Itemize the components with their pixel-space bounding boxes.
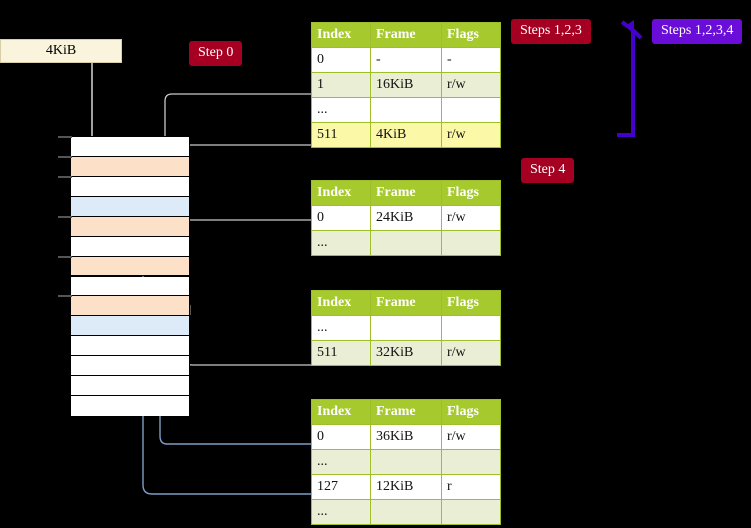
table-cell: 0 [311, 424, 371, 450]
memory-grid-tick [58, 136, 72, 138]
column-header: Frame [370, 290, 442, 316]
memory-grid-row [71, 336, 189, 357]
wire-pdp-to-grid [175, 219, 311, 261]
table-cell: r/w [441, 72, 501, 98]
table-cell: ... [311, 315, 371, 341]
table-cell: 16KiB [370, 72, 442, 98]
table-cell [370, 499, 442, 525]
memory-grid-tick [58, 255, 72, 258]
table-cell [441, 499, 501, 525]
memory-grid-row [71, 396, 189, 416]
step-badge-step0: Step 0 [189, 41, 243, 66]
table-cell [441, 97, 501, 123]
table-cell: 0 [311, 205, 371, 231]
table-cell: 1 [311, 72, 371, 98]
memory-size-box: 4KiB [0, 39, 122, 63]
bracket-arrow [617, 20, 643, 137]
memory-grid-row [71, 316, 189, 337]
table-cell: - [370, 47, 442, 73]
column-header: Frame [370, 22, 442, 48]
table-cell [370, 97, 442, 123]
table-row: ... [311, 97, 501, 123]
memory-grid-row [71, 196, 189, 217]
memory-grid-row [71, 256, 189, 277]
table-cell: r/w [441, 122, 501, 148]
table-cell: r/w [441, 340, 501, 366]
table-cell: 36KiB [370, 424, 442, 450]
memory-grid-tick [58, 175, 72, 178]
column-header: Index [311, 399, 371, 425]
step-badge-steps123: Steps 1,2,3 [511, 19, 591, 44]
step-badge-steps1234: Steps 1,2,3,4 [652, 19, 743, 44]
table-cell: 127 [311, 474, 371, 500]
table-row: ... [311, 449, 501, 475]
memory-grid-tick [58, 295, 72, 298]
wire-pd-to-grid [180, 304, 311, 366]
table-cell: 511 [311, 340, 371, 366]
table-cell: 12KiB [370, 474, 442, 500]
table-cell [370, 230, 442, 256]
memory-grid-row [71, 236, 189, 257]
memory-grid-row [71, 156, 189, 177]
table-cell [441, 230, 501, 256]
column-header: Index [311, 290, 371, 316]
memory-grid-tick [58, 215, 72, 218]
table-cell: ... [311, 449, 371, 475]
column-header: Index [311, 180, 371, 206]
table-row: ... [311, 499, 501, 525]
memory-grid-row [71, 296, 189, 317]
table-cell: 24KiB [370, 205, 442, 231]
column-header: Frame [370, 180, 442, 206]
memory-grid [70, 136, 190, 416]
table-cell: r/w [441, 424, 501, 450]
memory-grid-row [71, 137, 189, 157]
table-cell: ... [311, 230, 371, 256]
column-header: Flags [441, 22, 501, 48]
table-cell [441, 315, 501, 341]
wire-4kib-to-grid [61, 49, 104, 157]
memory-size-label: 4KiB [45, 43, 77, 58]
table-row: 0-- [311, 47, 501, 73]
table-cell: - [441, 47, 501, 73]
column-header: Flags [441, 180, 501, 206]
table-cell: 32KiB [370, 340, 442, 366]
table-cell: r/w [441, 205, 501, 231]
memory-grid-row [71, 216, 189, 237]
memory-grid-tick [58, 155, 72, 158]
column-header: Flags [441, 290, 501, 316]
column-header: Index [311, 22, 371, 48]
table-cell [441, 449, 501, 475]
table-row: ... [311, 230, 501, 256]
table-cell: 511 [311, 122, 371, 148]
column-header: Flags [441, 399, 501, 425]
table-cell: 0 [311, 47, 371, 73]
memory-grid-row [71, 176, 189, 197]
table-cell: r [441, 474, 501, 500]
column-header: Frame [370, 399, 442, 425]
table-cell [370, 315, 442, 341]
table-row: ... [311, 315, 501, 341]
memory-grid-row [71, 276, 189, 297]
table-cell: ... [311, 499, 371, 525]
memory-grid-row [71, 376, 189, 397]
table-cell: 4KiB [370, 122, 442, 148]
memory-grid-row [71, 356, 189, 377]
table-cell [370, 449, 442, 475]
step-badge-step4: Step 4 [521, 158, 575, 183]
table-cell: ... [311, 97, 371, 123]
